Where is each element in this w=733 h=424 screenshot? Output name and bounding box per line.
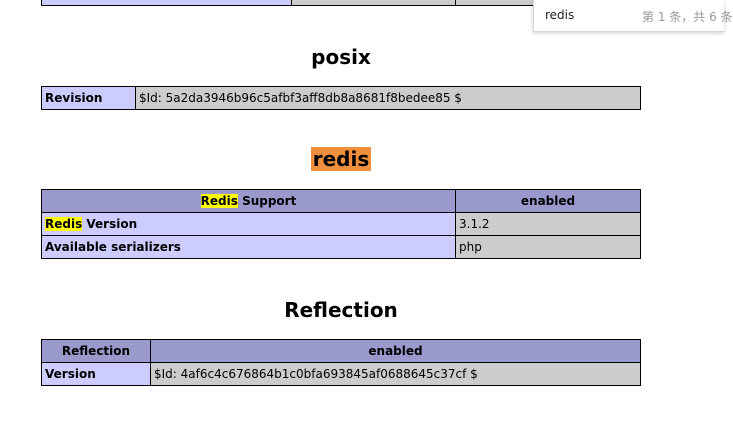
- redis-serializers-key: Available serializers: [41, 235, 456, 259]
- posix-revision-key: Revision: [41, 86, 136, 110]
- reflection-table: Reflection enabled Version $Id: 4af6c4c6…: [41, 339, 641, 386]
- table-header-row: Reflection enabled: [41, 339, 641, 363]
- reflection-section-title: Reflection: [284, 298, 398, 322]
- reflection-version-value: $Id: 4af6c4c676864b1c0bfa693845af0688645…: [150, 362, 641, 386]
- reflection-header-col2: enabled: [150, 339, 641, 363]
- redis-version-value: 3.1.2: [455, 212, 641, 236]
- find-in-page-bar[interactable]: redis 第 1 条，共 6 条: [533, 0, 733, 32]
- find-match-count: 第 1 条，共 6 条: [642, 10, 733, 24]
- table-row: Revision $Id: 5a2da3946b96c5afbf3aff8db8…: [41, 86, 641, 110]
- table-row: Version $Id: 4af6c4c676864b1c0bfa693845a…: [41, 362, 641, 386]
- redis-version-key: Redis Version: [41, 212, 456, 236]
- redis-section-title: redis: [310, 147, 372, 171]
- redis-support-header: Redis Support: [41, 189, 456, 213]
- redis-section-heading: redis: [41, 146, 641, 172]
- search-highlight: Redis: [200, 194, 238, 208]
- posix-table: Revision $Id: 5a2da3946b96c5afbf3aff8db8…: [41, 86, 641, 110]
- posix-section-title: posix: [311, 45, 371, 69]
- find-input[interactable]: redis: [545, 8, 575, 22]
- table-header-row: Redis Support enabled: [41, 189, 641, 213]
- partial-cell-1: [41, 0, 292, 6]
- table-row: Available serializers php: [41, 235, 641, 259]
- reflection-header-col1: Reflection: [41, 339, 151, 363]
- redis-serializers-value: php: [455, 235, 641, 259]
- reflection-version-key: Version: [41, 362, 151, 386]
- redis-status-header: enabled: [455, 189, 641, 213]
- search-highlight: Redis: [45, 217, 83, 231]
- partial-cell-2: [291, 0, 456, 6]
- redis-table: Redis Support enabled Redis Version 3.1.…: [41, 189, 641, 259]
- table-row: Redis Version 3.1.2: [41, 212, 641, 236]
- posix-revision-value: $Id: 5a2da3946b96c5afbf3aff8db8a8681f8be…: [135, 86, 641, 110]
